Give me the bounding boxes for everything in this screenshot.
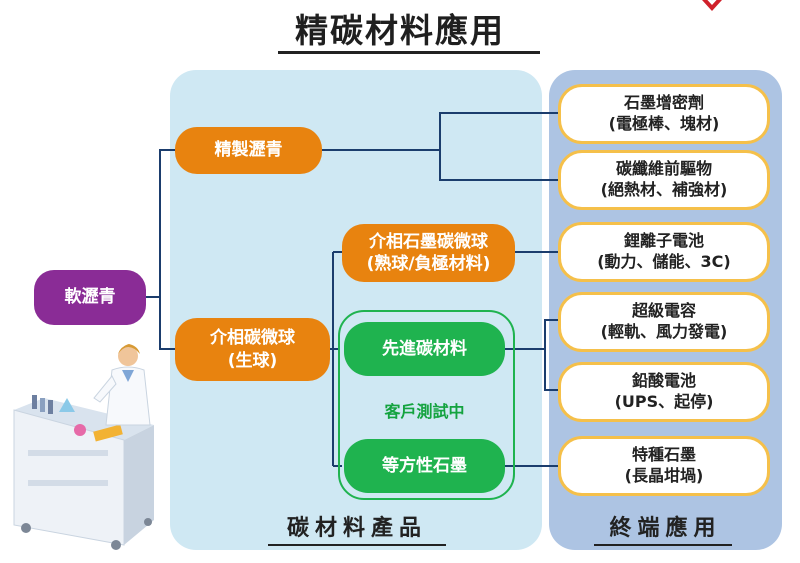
end-use-carbon-fiber-precursor: 碳纖維前驅物 (絕熱材、補強材) — [558, 150, 770, 210]
source-label: 軟瀝青 — [64, 287, 116, 308]
title-underline — [278, 51, 540, 54]
end-use-line1: 鉛酸電池 — [631, 371, 696, 391]
end-use-line2: (UPS、起停) — [614, 392, 714, 411]
end-use-lithium-ion-battery: 鋰離子電池 (動力、儲能、3C) — [558, 222, 770, 282]
product-meso-graphite-microbeads: 介相石墨碳微球 (熟球/負極材料) — [342, 224, 515, 282]
source-node-soft-pitch: 軟瀝青 — [34, 270, 146, 325]
product-isotropic-graphite: 等方性石墨 — [344, 439, 505, 493]
end-use-graphite-densifier: 石墨增密劑 (電極棒、塊材) — [558, 84, 770, 144]
product-label: 等方性石墨 — [382, 455, 467, 476]
end-use-line2: (絕熱材、補強材) — [600, 180, 728, 199]
testing-note: 客戶測試中 — [384, 402, 465, 421]
product-advanced-carbon: 先進碳材料 — [344, 322, 505, 376]
product-label-line1: 介相石墨碳微球 — [369, 231, 488, 252]
products-panel-label: 碳材料產品 — [286, 516, 427, 541]
product-label: 先進碳材料 — [382, 338, 467, 359]
end-use-line1: 特種石墨 — [631, 445, 696, 465]
end-use-panel-label: 終端應用 — [609, 516, 722, 541]
product-refined-pitch: 精製瀝青 — [175, 127, 322, 174]
end-use-line1: 超級電容 — [631, 301, 696, 321]
end-use-specialty-graphite: 特種石墨 (長晶坩堝) — [558, 436, 770, 496]
end-use-label-underline — [594, 544, 732, 546]
end-use-supercapacitor: 超級電容 (輕軌、風力發電) — [558, 292, 770, 352]
product-label-line2: (熟球/負極材料) — [366, 254, 491, 274]
diagram-title: 精碳材料應用 — [295, 11, 505, 50]
lab-scientist-illustration — [13, 344, 154, 550]
end-use-line2: (動力、儲能、3C) — [597, 252, 731, 271]
product-label-line2: (生球) — [227, 350, 278, 371]
end-use-line1: 鋰離子電池 — [623, 231, 704, 251]
end-use-line1: 石墨增密劑 — [623, 93, 704, 113]
products-label-underline — [268, 544, 446, 546]
end-use-line2: (長晶坩堝) — [624, 466, 704, 485]
testing-group-outline — [338, 310, 515, 500]
end-use-line2: (電極棒、塊材) — [608, 114, 720, 133]
end-use-lead-acid-battery: 鉛酸電池 (UPS、起停) — [558, 362, 770, 422]
product-mesocarbon-microbeads: 介相碳微球 (生球) — [175, 318, 330, 381]
end-use-line1: 碳纖維前驅物 — [615, 159, 712, 179]
product-label-line1: 介相碳微球 — [210, 328, 295, 349]
logo-icon — [702, 0, 722, 11]
product-label: 精製瀝青 — [214, 140, 283, 161]
end-use-line2: (輕軌、風力發電) — [600, 322, 728, 341]
